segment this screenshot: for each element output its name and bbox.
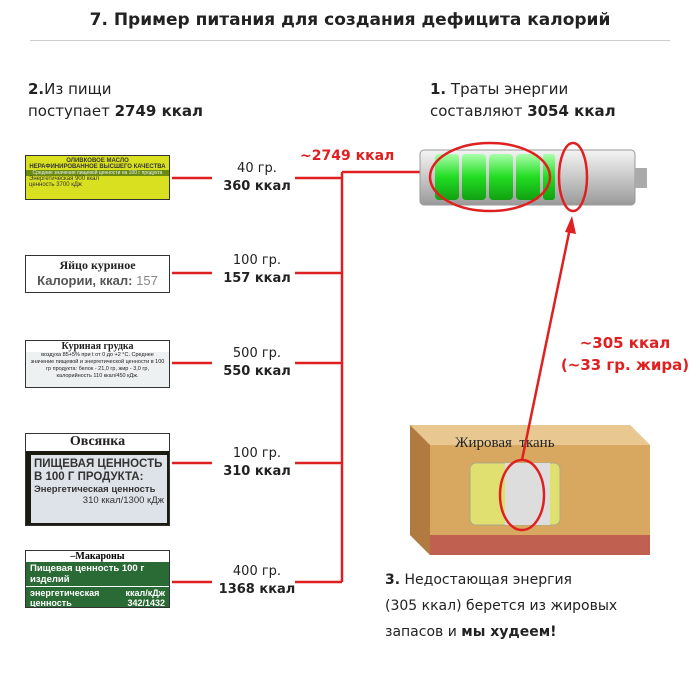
pasta-label: –Макароны Пищевая ценность 100 г изделий…	[25, 550, 170, 608]
amount-pasta: 400 гр.1368 ккал	[218, 564, 296, 597]
title-divider	[30, 40, 670, 41]
deficit-label: ~305 ккал(~33 гр. жира)	[560, 334, 690, 374]
egg-label: Яйцо куриное Калории, ккал: 157	[25, 255, 170, 293]
spend-text: 1. Траты энергии составляют 3054 ккал	[430, 80, 616, 120]
page-title: 7. Пример питания для создания дефицита …	[89, 10, 611, 30]
battery-icon	[419, 141, 647, 213]
intake-text: 2.Из пищи поступает 2749 ккал	[28, 80, 204, 120]
amount-chicken: 500 гр.550 ккал	[223, 346, 291, 379]
oatmeal-label: Овсянка ПИЩЕВАЯ ЦЕННОСТЬ В 100 Г ПРОДУКТ…	[25, 433, 170, 526]
amount-egg: 100 гр.157 ккал	[223, 253, 291, 286]
fat-tissue-image	[410, 425, 650, 555]
bottom-text: 3. Недостающая энергия (305 ккал) беретс…	[385, 572, 618, 640]
chicken-label: Куриная грудка воздуха 85+5% при t от 0 …	[25, 340, 170, 388]
amount-olive: 40 гр.360 ккал	[223, 161, 291, 194]
total-intake-label: ~2749 ккал	[300, 148, 395, 164]
olive-oil-label: ОЛИВКОВОЕ МАСЛО НЕРАФИНИРОВАННОЕ ВЫСШЕГО…	[25, 155, 170, 200]
fat-tissue-label: Жировая ткань	[455, 435, 555, 451]
amount-oatmeal: 100 гр.310 ккал	[223, 446, 291, 479]
